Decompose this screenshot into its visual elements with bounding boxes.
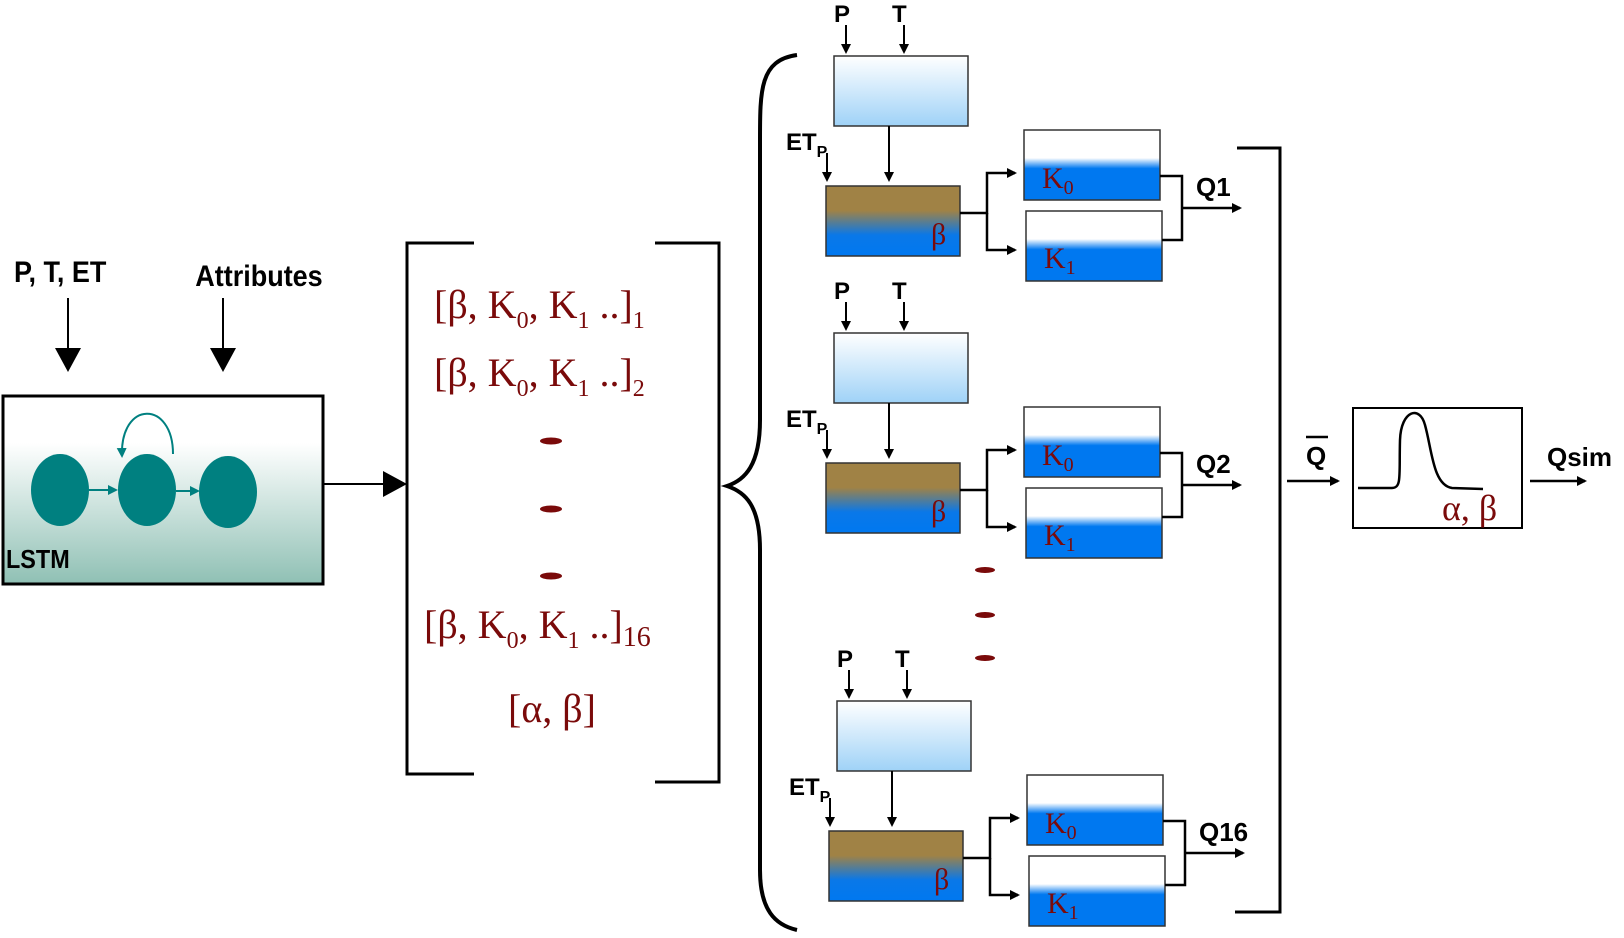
etp-label: ETP	[786, 129, 828, 161]
lstm-label: LSTM	[6, 546, 70, 574]
soil-reservoir	[828, 830, 964, 902]
right-bracket	[655, 241, 721, 784]
ellipsis-dash	[975, 655, 995, 661]
qsim-label: Qsim	[1547, 442, 1612, 472]
unit-hydrograph-curve	[1358, 411, 1484, 491]
upper-zone-reservoir	[1023, 129, 1161, 201]
q-output-label: Q16	[1199, 817, 1248, 847]
ellipsis-dash	[975, 612, 995, 618]
precip-label: P	[834, 1, 850, 28]
routing-section: Q α, β Qsim	[1287, 407, 1612, 529]
lower-zone-reservoir	[1025, 210, 1163, 282]
snow-reservoir	[833, 332, 969, 404]
q-collector-bracket	[1235, 146, 1282, 914]
upper-flow-arrow	[960, 445, 1017, 492]
etp-label: ETP	[786, 406, 828, 438]
beta-label: β	[931, 218, 946, 251]
soil-reservoir	[825, 185, 961, 257]
k0-label: K0	[1042, 439, 1074, 476]
beta-label: β	[934, 863, 949, 896]
param-row-1: [β, K0, K1 ..]1	[434, 282, 645, 334]
merge-bracket	[1163, 819, 1187, 887]
routing-box	[1352, 407, 1523, 529]
attributes-label: Attributes	[195, 260, 322, 294]
snow-reservoir	[833, 55, 969, 127]
temp-label: T	[895, 646, 910, 673]
soil-reservoir	[825, 462, 961, 534]
lstm-recurrent-loop	[116, 412, 174, 458]
lstm-section: P, T, ET Attributes LSTM	[1, 256, 407, 586]
left-bracket	[405, 241, 474, 776]
routing-params: α, β	[1442, 488, 1497, 528]
k1-label: K1	[1044, 242, 1076, 279]
q-output-label: Q1	[1196, 172, 1231, 202]
etp-label: ETP	[789, 774, 831, 806]
ellipsis-dash	[975, 567, 995, 573]
routing-params-row: [α, β]	[508, 686, 596, 731]
snow-reservoir	[836, 700, 972, 772]
lower-flow-arrow	[985, 490, 1017, 532]
precip-label: P	[834, 278, 850, 305]
upper-flow-arrow	[960, 168, 1017, 215]
temp-label: T	[892, 278, 907, 305]
lstm-node-3	[199, 456, 257, 528]
precip-label: P	[837, 646, 853, 673]
curly-brace	[720, 53, 798, 932]
lstm-node-1	[31, 454, 89, 526]
temp-label: T	[892, 1, 907, 28]
param-row-2: [β, K0, K1 ..]2	[434, 350, 645, 402]
k1-label: K1	[1044, 519, 1076, 556]
k0-label: K0	[1042, 162, 1074, 199]
q-output-label: Q2	[1196, 449, 1231, 479]
ellipsis-dash	[540, 505, 562, 513]
lower-zone-reservoir	[1025, 487, 1163, 559]
lstm-node-2	[118, 454, 176, 526]
ellipsis-dash	[540, 572, 562, 580]
upper-zone-reservoir	[1026, 774, 1164, 846]
lstm-inputs-label: P, T, ET	[14, 256, 107, 290]
ellipsis-dash	[540, 437, 562, 445]
lower-zone-reservoir	[1028, 855, 1166, 927]
upper-flow-arrow	[963, 813, 1020, 860]
k0-label: K0	[1045, 807, 1077, 844]
merge-bracket	[1160, 174, 1184, 242]
upper-zone-reservoir	[1023, 406, 1161, 478]
lower-flow-arrow	[988, 858, 1020, 900]
lower-flow-arrow	[985, 213, 1017, 255]
merge-bracket	[1160, 451, 1184, 519]
parameter-matrix: [β, K0, K1 ..]1 [β, K0, K1 ..]2 [β, K0, …	[405, 241, 721, 784]
qmean-label: Q	[1306, 441, 1326, 471]
k1-label: K1	[1047, 887, 1079, 924]
param-row-16: [β, K0, K1 ..]16	[424, 602, 651, 654]
beta-label: β	[931, 495, 946, 528]
